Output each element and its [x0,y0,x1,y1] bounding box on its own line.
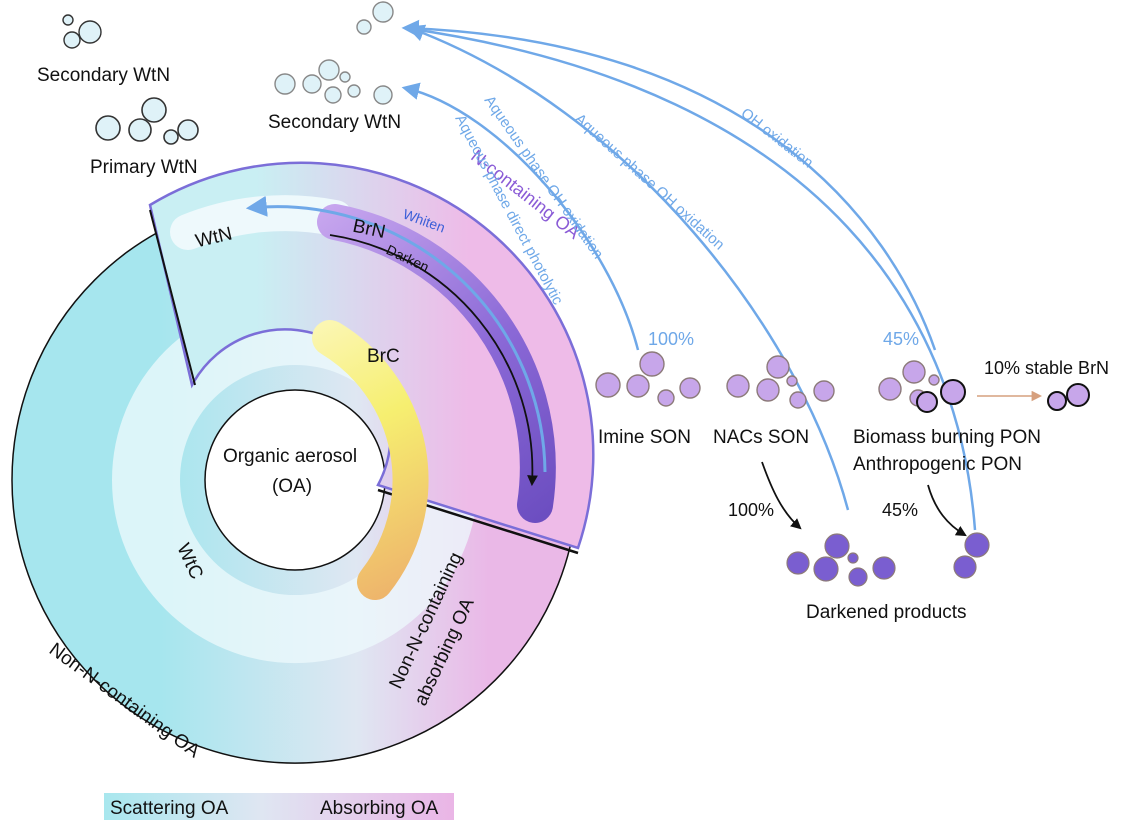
particles-imine-son [595,351,701,407]
secondary-wtn-upper-label: Secondary WtN [268,112,401,133]
darken-arrow [329,234,538,487]
particles-primary-wtn [95,97,199,145]
primary-wtn-label: Primary WtN [90,157,198,178]
particles-secondary-wtn-upper [274,1,394,105]
legend-scattering-label: Scattering OA [110,798,229,819]
aq-oh-oxidation-arrow [406,24,850,511]
darken-arrow-nacs [761,461,802,530]
brn-band [317,204,556,523]
oh-oxidation-arrow [401,19,937,351]
brc-band [312,320,429,600]
anthropogenic-pon-label: Anthropogenic PON [853,454,1022,475]
secondary-wtn-topleft-label: Secondary WtN [37,65,170,86]
whiten-arrow [245,195,547,473]
legend-bar [104,793,454,820]
stable-brn-label: 10% stable BrN [984,358,1109,378]
biomass-pon-label: Biomass burning PON [853,427,1041,448]
pct-darken-nacs-label: 100% [728,500,774,520]
pct-darken-pon-label: 45% [882,500,918,520]
darkened-products-label: Darkened products [806,602,967,623]
particles-darkened [786,532,990,587]
divider-left [149,209,196,386]
oh-oxidation-label: OH oxidation [738,105,817,172]
legend-absorbing-label: Absorbing OA [320,798,439,819]
oh-oxidation-arrow-2 [404,26,977,531]
brc-label: BrC [367,346,400,367]
particles-pon [878,360,966,413]
particles-nacs-son [726,355,835,409]
particles-secondary-wtn-topleft [62,14,102,49]
aq-oh-oxidation-label-2: Aqueous phase OH oxidation [571,110,727,253]
darken-arrow-pon [927,484,967,537]
pct-biomass-label: 45% [883,329,919,349]
oa-abbrev-label: (OA) [272,476,312,497]
aq-photolytic-arrow [401,82,640,351]
imine-son-label: Imine SON [598,427,691,448]
pct-imine-label: 100% [648,329,694,349]
organic-aerosol-label: Organic aerosol [223,446,357,467]
particles-stable-brn [1047,383,1090,411]
nacs-son-label: NACs SON [713,427,809,448]
